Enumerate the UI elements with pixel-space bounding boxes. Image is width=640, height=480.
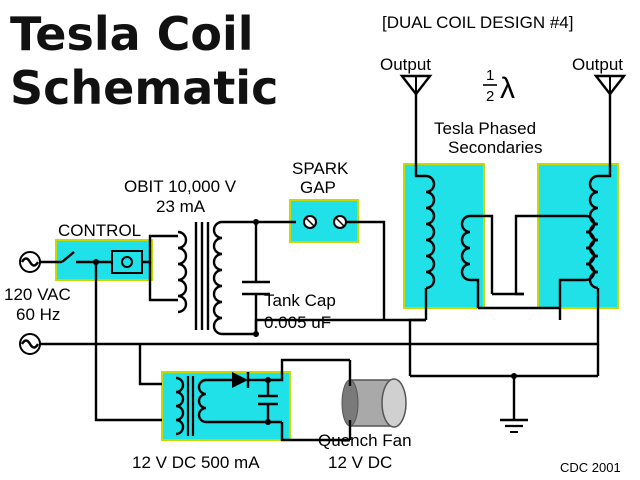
control-box [55,239,153,281]
antenna-icon [399,74,627,96]
ground-icon [408,344,600,433]
transformer-icon [177,220,223,336]
capacitor-icon [242,280,270,296]
dc-supply-label: 12 V DC 500 mA [132,453,260,472]
switch-icon [61,251,75,263]
fan-icon [341,360,407,440]
design-tag: [DUAL COIL DESIGN #4] [382,13,573,32]
obit-label-line1: OBIT 10,000 V [124,177,237,196]
fan-label-line1: Quench Fan [318,431,412,450]
secondary-left-box [403,163,485,309]
credit-label: CDC 2001 [560,460,621,475]
secondary-right-box [537,163,619,309]
primary-wiring [40,234,410,422]
title-line2: Schematic [10,61,278,115]
fan-label-line2: 12 V DC [328,453,392,472]
spark-gap-icon [303,215,386,320]
dc-supply-internals [175,358,350,442]
spark-label-line2: GAP [300,178,336,197]
lambda-symbol: λ [500,72,515,105]
control-label: CONTROL [58,221,141,240]
output-right-label: Output [572,55,623,74]
obit-label-line2: 23 mA [156,197,206,216]
output-left-label: Output [380,55,431,74]
title-line1: Tesla Coil [10,7,254,61]
tank-cap-label-line2: 0.005 uF [264,313,331,332]
diode-icon [232,372,262,388]
tank-cap-label-line1: Tank Cap [264,291,336,310]
hv-wiring [222,219,390,337]
spark-label-line1: SPARK [292,159,349,178]
fraction-numerator: 1 [486,67,494,84]
vac-label-line2: 60 Hz [16,305,60,324]
secondary-left-coils [414,92,494,320]
fraction-denominator: 2 [486,88,494,105]
phased-label-line2: Secondaries [448,138,543,157]
filter-capacitor-icon [258,377,278,425]
half-wavelength-symbol: 1 2 λ [483,67,515,105]
vac-label-line1: 120 VAC [4,285,71,304]
phased-label-line1: Tesla Phased [434,119,536,138]
